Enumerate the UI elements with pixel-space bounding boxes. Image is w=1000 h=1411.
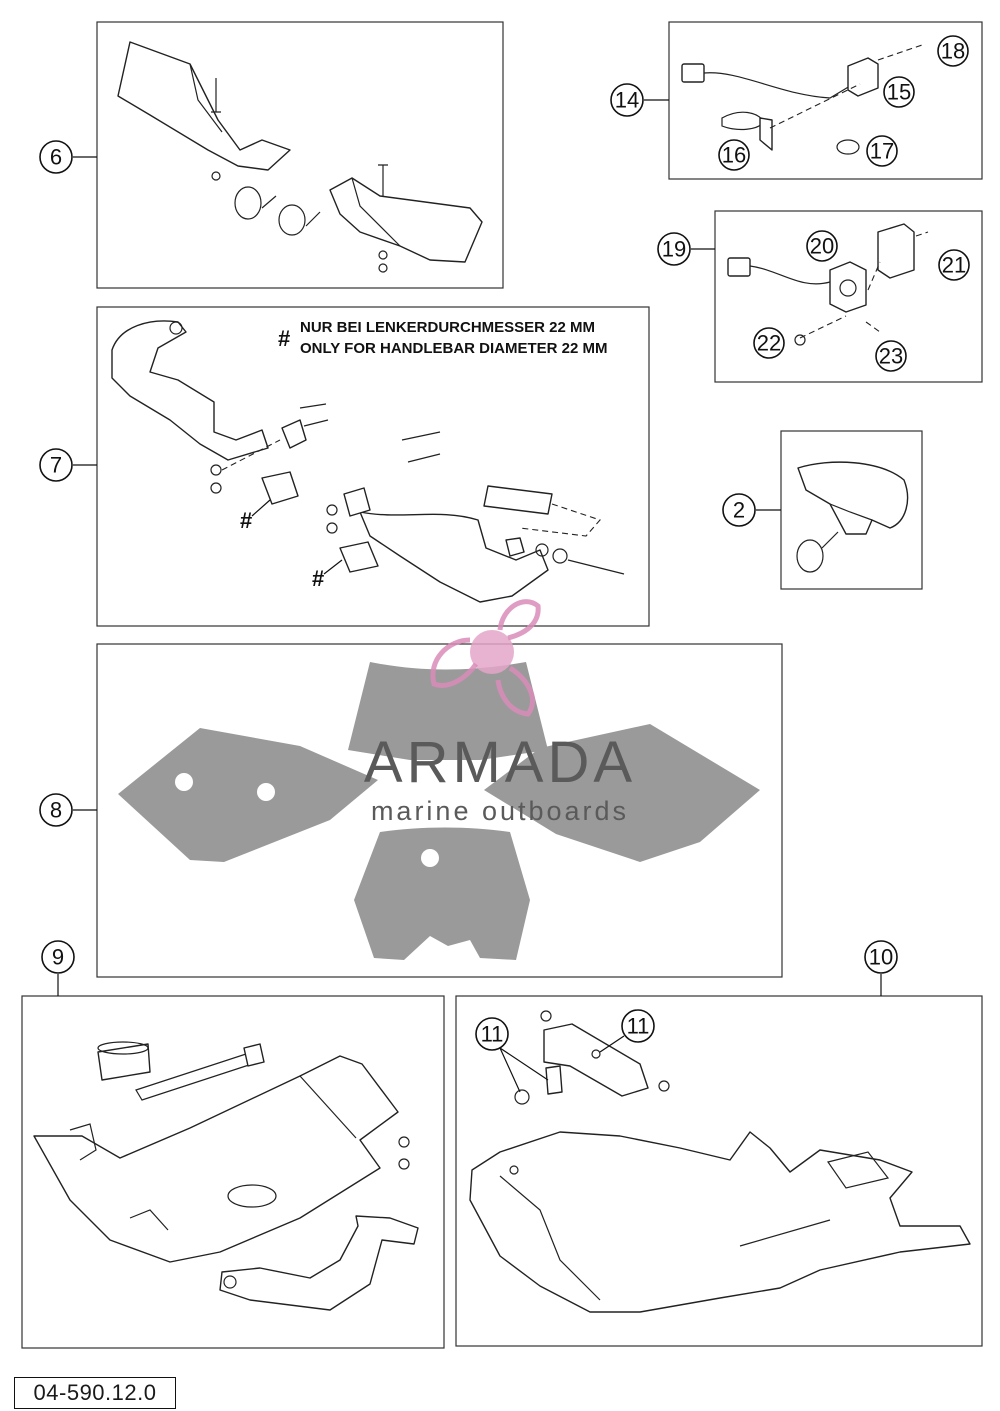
callout-19: 19 xyxy=(657,232,715,266)
callout-21: 21 xyxy=(938,249,970,281)
callout-20: 20 xyxy=(806,230,838,262)
svg-text:21: 21 xyxy=(942,253,966,278)
svg-text:2: 2 xyxy=(733,498,745,523)
panel-handguards xyxy=(96,21,504,289)
svg-text:16: 16 xyxy=(722,143,746,168)
reference-number: 04-590.12.0 xyxy=(14,1377,176,1409)
callout-6: 6 xyxy=(39,140,97,174)
callout-9: 9 xyxy=(41,940,75,996)
svg-text:20: 20 xyxy=(810,234,834,259)
panel-engine-guard xyxy=(455,995,983,1347)
callout-14: 14 xyxy=(610,83,669,117)
handguard-left-illustration xyxy=(117,41,321,236)
handguard-clamp-left-illustration xyxy=(111,320,329,505)
callout-18: 18 xyxy=(937,35,969,67)
svg-text:9: 9 xyxy=(52,945,64,970)
callout-22: 22 xyxy=(753,327,785,359)
watermark-subtitle: marine outboards xyxy=(371,796,629,826)
handguard-right-illustration xyxy=(329,164,483,273)
callout-11-right: 11 xyxy=(599,1009,655,1053)
svg-text:7: 7 xyxy=(50,453,62,478)
handguard-clamp-right-illustration xyxy=(326,431,625,603)
svg-text:10: 10 xyxy=(869,945,893,970)
callout-7: 7 xyxy=(39,448,97,482)
watermark-title: ARMADA xyxy=(364,730,636,795)
decal-right xyxy=(484,724,760,862)
panel-cover xyxy=(780,430,923,590)
svg-text:18: 18 xyxy=(941,39,965,64)
svg-text:8: 8 xyxy=(50,798,62,823)
note-line-german: NUR BEI LENKERDURCHMESSER 22 MM xyxy=(300,319,595,336)
callout-10: 10 xyxy=(864,940,898,996)
callout-8: 8 xyxy=(39,793,97,827)
panel-handguards-clamp: # NUR BEI LENKERDURCHMESSER 22 MM ONLY F… xyxy=(96,306,650,627)
callout-17: 17 xyxy=(866,135,898,167)
svg-text:17: 17 xyxy=(870,139,894,164)
panel-switch-upper xyxy=(668,21,983,180)
callout-11-left: 11 xyxy=(475,1017,549,1093)
callout-6-label: 6 xyxy=(50,145,62,170)
svg-text:23: 23 xyxy=(879,344,903,369)
note-line-english: ONLY FOR HANDLEBAR DIAMETER 22 MM xyxy=(300,340,608,357)
svg-text:19: 19 xyxy=(662,237,686,262)
svg-text:15: 15 xyxy=(887,80,911,105)
panel-switch-lower xyxy=(714,210,983,383)
svg-text:11: 11 xyxy=(481,1022,504,1047)
decal-left xyxy=(118,728,378,862)
note-hash-symbol: # xyxy=(278,326,290,351)
decal-bottom xyxy=(354,827,530,960)
panel-decals xyxy=(96,643,783,978)
watermark-logo-icon xyxy=(430,599,541,717)
svg-text:14: 14 xyxy=(615,88,639,113)
watermark: ARMADA marine outboards xyxy=(364,599,636,826)
callout-15: 15 xyxy=(883,76,915,108)
hash-mark-1: # xyxy=(240,508,252,533)
callout-2: 2 xyxy=(722,493,781,527)
callout-16: 16 xyxy=(718,139,750,171)
panel-skid-plate xyxy=(21,995,445,1349)
hash-mark-2: # xyxy=(312,566,324,591)
callout-23: 23 xyxy=(875,340,907,372)
svg-text:11: 11 xyxy=(627,1014,650,1039)
svg-text:22: 22 xyxy=(757,331,781,356)
